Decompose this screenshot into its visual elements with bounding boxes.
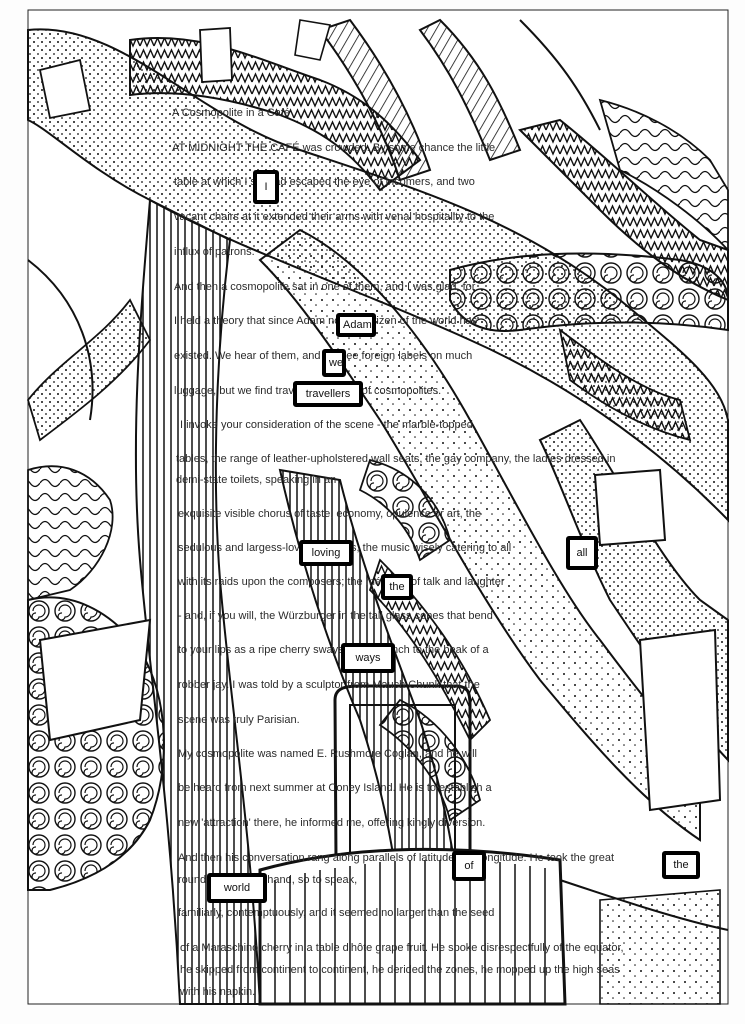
text-line: And then a cosmopolite sat in one of the… [0, 277, 745, 297]
text-line: vacant chairs at it extended their arms … [0, 207, 745, 227]
text-line-content: new 'attraction' there, he informed me, … [178, 817, 486, 829]
text-line: new 'attraction' there, he informed me, … [0, 813, 745, 833]
text-line: existed. We hear of them, and we see for… [0, 346, 745, 366]
text-line: of a Maraschino cherry in a table d'hôte… [0, 938, 745, 958]
text-line: familiarly, contemptuously, and it seeme… [0, 903, 745, 923]
text-line-content: I invoke your consideration of the scene… [180, 419, 473, 431]
text-line: And then his conversation rang along par… [0, 848, 745, 868]
text-line: scene was truly Parisian. [0, 710, 745, 730]
text-line-content: - and, if you will, the Würzburger in th… [178, 610, 493, 622]
text-line: I held a theory that since Adam no true … [0, 311, 745, 331]
text-line-content: familiarly, contemptuously, and it seeme… [178, 907, 495, 919]
text-line: table at which I sat had escaped the eye… [0, 172, 745, 192]
highlight-box: we [322, 349, 346, 377]
text-line: to your lips as a ripe cherry sways on i… [0, 640, 745, 660]
text-line: with its raids upon the composers; the m… [0, 572, 745, 592]
text-line-content: And then a cosmopolite sat in one of the… [174, 281, 476, 293]
text-line: exquisite visible chorus of taste, econo… [0, 504, 745, 524]
highlight-box: of [452, 851, 486, 881]
text-line: sedulous and largess-loving garçons, the… [0, 538, 745, 558]
text-line: I invoke your consideration of the scene… [0, 415, 745, 435]
text-line: A Cosmopolite in a Café [0, 103, 745, 123]
text-line-content: round world in his hand, so to speak, [178, 874, 358, 886]
highlight-box: the [381, 574, 413, 600]
text-line-content: scene was truly Parisian. [178, 714, 300, 726]
text-line-content: And then his conversation rang along par… [178, 852, 615, 864]
text-line-content: influx of patrons. [174, 246, 255, 258]
text-line: round world in his hand, so to speak, [0, 870, 745, 890]
text-line-content: A Cosmopolite in a Café [172, 107, 291, 119]
text-line-content: vacant chairs at it extended their arms … [174, 211, 495, 223]
highlight-box: Adam [336, 313, 376, 337]
text-line: - and, if you will, the Würzburger in th… [0, 606, 745, 626]
highlight-box: all [566, 536, 598, 570]
highlight-box: the [662, 851, 700, 879]
highlight-box: loving [299, 540, 353, 566]
text-line: be heard from next summer at Coney Islan… [0, 778, 745, 798]
text-line-content: demi-state toilets, speaking in an [176, 474, 337, 486]
text-line: My cosmopolite was named E. Rushmore Cog… [0, 744, 745, 764]
text-line-content: I held a theory that since Adam no true … [174, 315, 478, 327]
text-line: he skipped from continent to continent, … [0, 960, 745, 980]
text-line-content: robber jay. I was told by a sculptor fro… [178, 679, 480, 691]
highlight-box: I [253, 170, 279, 204]
text-line-content: with his napkin. [180, 986, 256, 998]
text-line-content: My cosmopolite was named E. Rushmore Cog… [178, 748, 477, 760]
text-line: with his napkin. [0, 982, 745, 1002]
highlight-box: ways [341, 643, 395, 673]
highlight-box: travellers [293, 381, 363, 407]
text-line-content: of a Maraschino cherry in a table d'hôte… [180, 942, 624, 954]
text-line: demi-state toilets, speaking in an [0, 470, 745, 490]
text-line-content: be heard from next summer at Coney Islan… [178, 782, 492, 794]
text-line-content: to your lips as a ripe cherry sways on i… [178, 644, 489, 656]
text-line: AT MIDNIGHT THE CAFÉ was crowded. By som… [0, 138, 745, 158]
text-line-content: he skipped from continent to continent, … [180, 964, 620, 976]
text-line-content: exquisite visible chorus of taste, econo… [178, 508, 482, 520]
text-line-content: tables, the range of leather-upholstered… [176, 453, 616, 465]
text-line-content: with its raids upon the composers; the m… [178, 576, 505, 588]
text-line-content: table at which I sat had escaped the eye… [174, 176, 475, 188]
text-line: robber jay. I was told by a sculptor fro… [0, 675, 745, 695]
text-line: luggage, but we find travellers instead … [0, 381, 745, 401]
text-line-content: AT MIDNIGHT THE CAFÉ was crowded. By som… [172, 142, 496, 154]
highlight-box: world [207, 873, 267, 903]
text-line: tables, the range of leather-upholstered… [0, 449, 745, 469]
text-line: influx of patrons. [0, 242, 745, 262]
